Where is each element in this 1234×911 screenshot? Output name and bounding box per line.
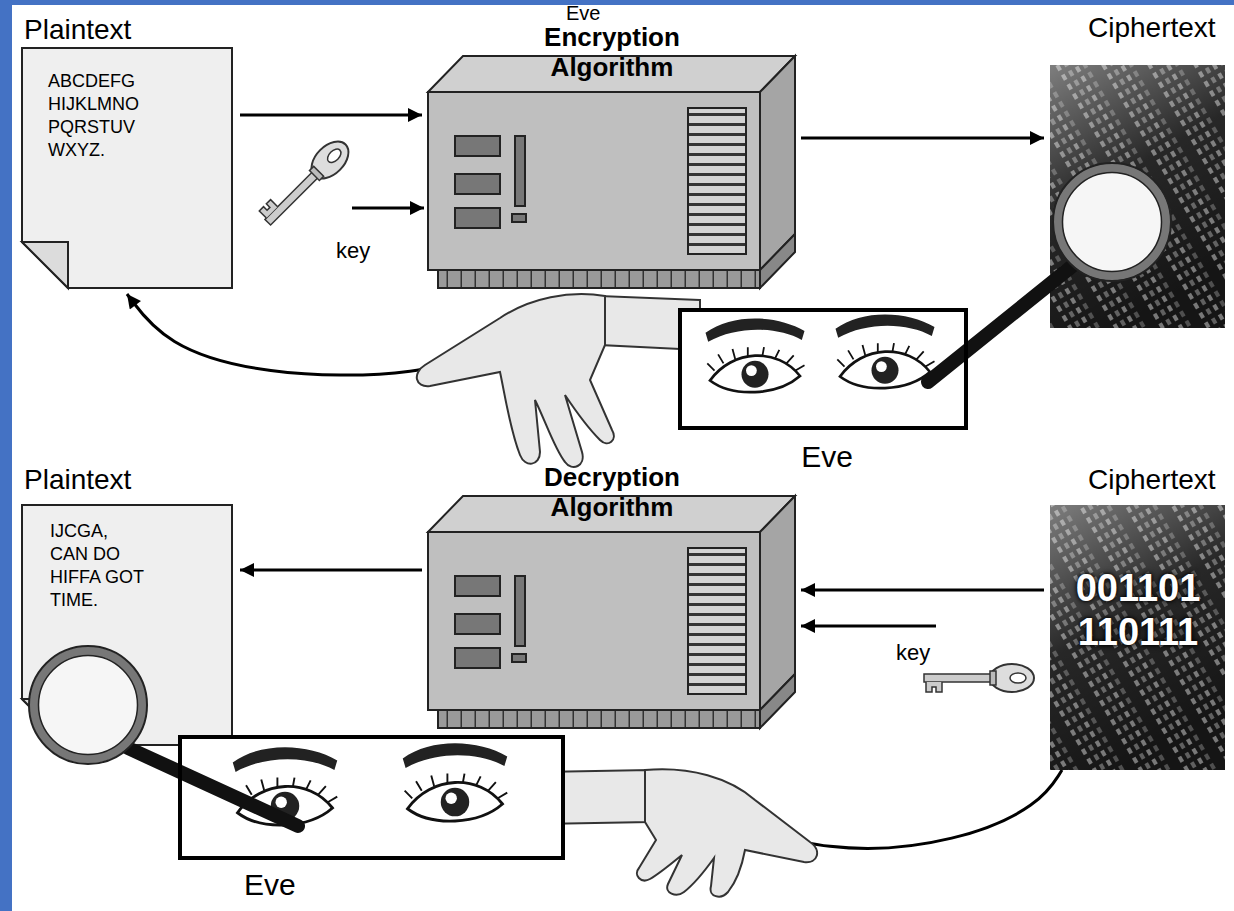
eye	[403, 743, 508, 821]
eavesdropper-name: Eve	[682, 440, 972, 474]
magnifier-rim	[1053, 163, 1171, 281]
page-fold	[22, 242, 68, 288]
magnifier-rim	[39, 656, 138, 755]
texture-shade	[1050, 65, 1225, 328]
magnifier-glass	[34, 651, 142, 759]
algorithm-title: Decryption Algorithm	[527, 462, 697, 522]
key-arrow	[352, 207, 424, 210]
document-heading: Plaintext	[24, 14, 131, 46]
algorithm-title: Encryption Algorithm	[527, 22, 697, 82]
plaintext-sheets	[22, 48, 232, 745]
plaintext-document: PlaintextABCDEFG HIJKLMNO PQRSTUV WXYZ.	[22, 12, 234, 290]
magnifier-handle	[928, 263, 1076, 382]
plaintext-content: ABCDEFG HIJKLMNO PQRSTUV WXYZ.	[48, 70, 139, 162]
flow-arrow	[240, 114, 422, 117]
pointing-hand	[637, 769, 817, 896]
decryption-machine: Decryption Algorithm	[428, 460, 795, 730]
plaintext-content: IJCGA, CAN DO HIFFA GOT TIME.	[50, 520, 144, 612]
eavesdropper-name: Eve	[244, 868, 296, 902]
pointing-hand	[417, 294, 614, 467]
binary-digits: 001101 110111	[1068, 566, 1208, 654]
eavesdropper-box: Eve	[178, 735, 565, 860]
document-heading: Ciphertext	[1088, 12, 1216, 44]
eye	[706, 318, 805, 392]
eve-windows	[178, 308, 968, 860]
decryption-machine-drawing	[428, 496, 795, 728]
binary-texture	[1050, 505, 1225, 770]
document-sheet	[22, 48, 232, 288]
eavesdropper-box: Eve	[678, 308, 968, 430]
texture-shade	[1050, 505, 1225, 770]
slide-title-fragment: Eve	[566, 2, 600, 24]
key-icon	[924, 664, 1034, 692]
magnifier-rim	[1063, 173, 1162, 272]
key-inputs	[258, 135, 1034, 692]
flow-arrow	[801, 137, 1044, 140]
magnifier-rim	[29, 646, 147, 764]
frame-left	[0, 0, 12, 911]
magnifier-handle	[128, 748, 298, 826]
magnifiers	[29, 163, 1171, 826]
document-heading: Plaintext	[24, 464, 131, 496]
key-label: key	[896, 640, 930, 666]
ciphertext-images	[1050, 65, 1225, 770]
ciphertext-block: Ciphertext 001101 110111	[1050, 458, 1225, 770]
ciphertext-block: Ciphertext	[1050, 8, 1225, 328]
key-label: key	[336, 238, 370, 264]
key-icon	[258, 135, 356, 233]
flow-arrow	[801, 589, 1044, 592]
key-arrow	[801, 625, 936, 628]
eye	[836, 314, 935, 388]
magnifier-glass	[1058, 168, 1166, 276]
plaintext-document: PlaintextIJCGA, CAN DO HIFFA GOT TIME.	[22, 462, 234, 745]
encryption-machine: Encryption Algorithm	[428, 20, 795, 288]
encryption-machine-drawing	[428, 56, 795, 288]
flow-arrow	[240, 569, 422, 572]
document-heading: Ciphertext	[1088, 464, 1216, 496]
frame-top	[0, 0, 1234, 5]
window-ground	[678, 308, 968, 430]
binary-texture	[1050, 65, 1225, 328]
